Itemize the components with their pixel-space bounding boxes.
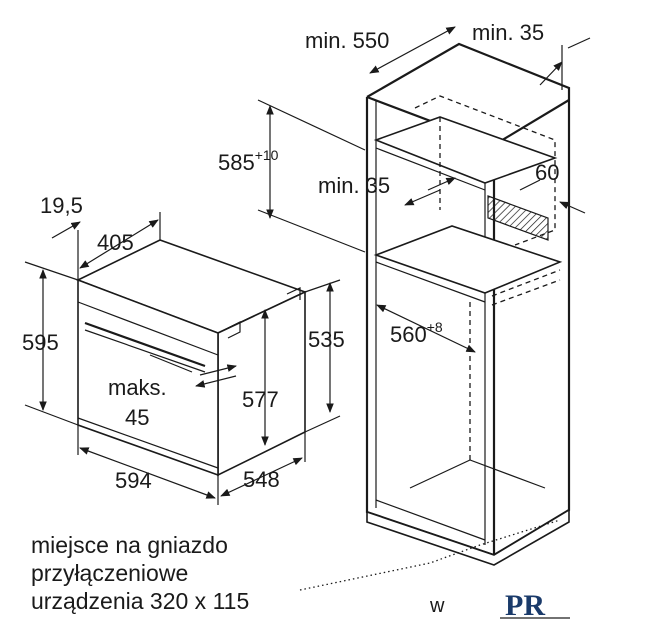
label-595: 595 (22, 330, 59, 355)
dim-line-560 (376, 304, 476, 353)
oven-side-notch (227, 321, 241, 339)
dim-line-405 (79, 219, 159, 269)
label-560: 560+8 (390, 319, 443, 347)
label-535: 535 (308, 327, 345, 352)
dim-line-19-5 (51, 221, 81, 239)
cabinet-top-outline (365, 42, 571, 557)
dim-line-maks-b (195, 375, 237, 388)
dim-arrow-35-top (567, 37, 591, 49)
dim-line-35-mid (404, 189, 441, 206)
oven-handle-lower (84, 329, 206, 373)
lower-dashed (491, 279, 561, 306)
label-min-35-top: min. 35 (472, 20, 544, 45)
note-line-3: urządzenia 320 x 115 (31, 588, 249, 614)
label-585: 585+10 (218, 147, 279, 175)
label-maks-45: 45 (125, 405, 149, 430)
cabinet-top-right (493, 99, 570, 146)
bottom-compartment (375, 499, 486, 541)
dim-ext-585-top (257, 99, 366, 151)
oven-back-flange (286, 287, 301, 300)
label-548: 548 (243, 467, 280, 492)
logo: w PR (429, 589, 570, 622)
socket-leader (299, 519, 561, 591)
dim-line-548 (220, 457, 303, 497)
socket-note: miejsce na gniazdo przyłączeniowe urządz… (31, 532, 249, 614)
middle-shelf-front (375, 261, 486, 303)
logo-partial-text: w (429, 595, 445, 617)
oven-handle (84, 321, 206, 368)
cabinet (365, 42, 571, 566)
dim-ext-maks (149, 354, 193, 373)
note-line-1: miejsce na gniazdo (31, 532, 228, 558)
dim-ext-595-top (24, 261, 79, 281)
label-min-35-mid: min. 35 (318, 173, 390, 198)
dim-line-594 (79, 447, 216, 499)
bottom-compartment-back (409, 459, 546, 489)
oven-dimensions (24, 212, 341, 505)
dim-line-35-top (539, 61, 563, 86)
cabinet-dimensions (257, 26, 591, 353)
dim-ext-595-bottom (24, 404, 79, 426)
dim-line-35-mid-b (427, 177, 456, 191)
label-594: 594 (115, 468, 152, 493)
label-405: 405 (97, 230, 134, 255)
upper-shelf-front (375, 147, 486, 191)
cabinet-plinth (366, 508, 570, 566)
dim-ext-535-top (304, 279, 341, 293)
label-60: 60 (535, 160, 559, 185)
upper-shelf (373, 116, 558, 184)
dim-line-60-top (519, 179, 541, 191)
vent-hatched (487, 195, 549, 241)
dim-ext-535-bottom (304, 415, 341, 433)
note-line-2: przyłączeniowe (31, 560, 188, 586)
dim-line-maks (199, 364, 237, 376)
label-577: 577 (242, 387, 279, 412)
label-min-550: min. 550 (305, 28, 389, 53)
middle-shelf (373, 225, 563, 294)
oven-control-panel-line (77, 301, 219, 356)
dim-ext-585-bottom (257, 209, 366, 253)
label-maks: maks. (108, 375, 167, 400)
dimension-labels: min. 550 min. 35 585+10 min. 35 60 19,5 … (22, 20, 559, 493)
dim-line-550 (369, 26, 456, 74)
middle-dashed (491, 269, 561, 297)
dim-line-60 (559, 201, 586, 214)
oven (75, 239, 308, 477)
label-19-5: 19,5 (40, 193, 83, 218)
logo-pr: PR (505, 589, 545, 622)
